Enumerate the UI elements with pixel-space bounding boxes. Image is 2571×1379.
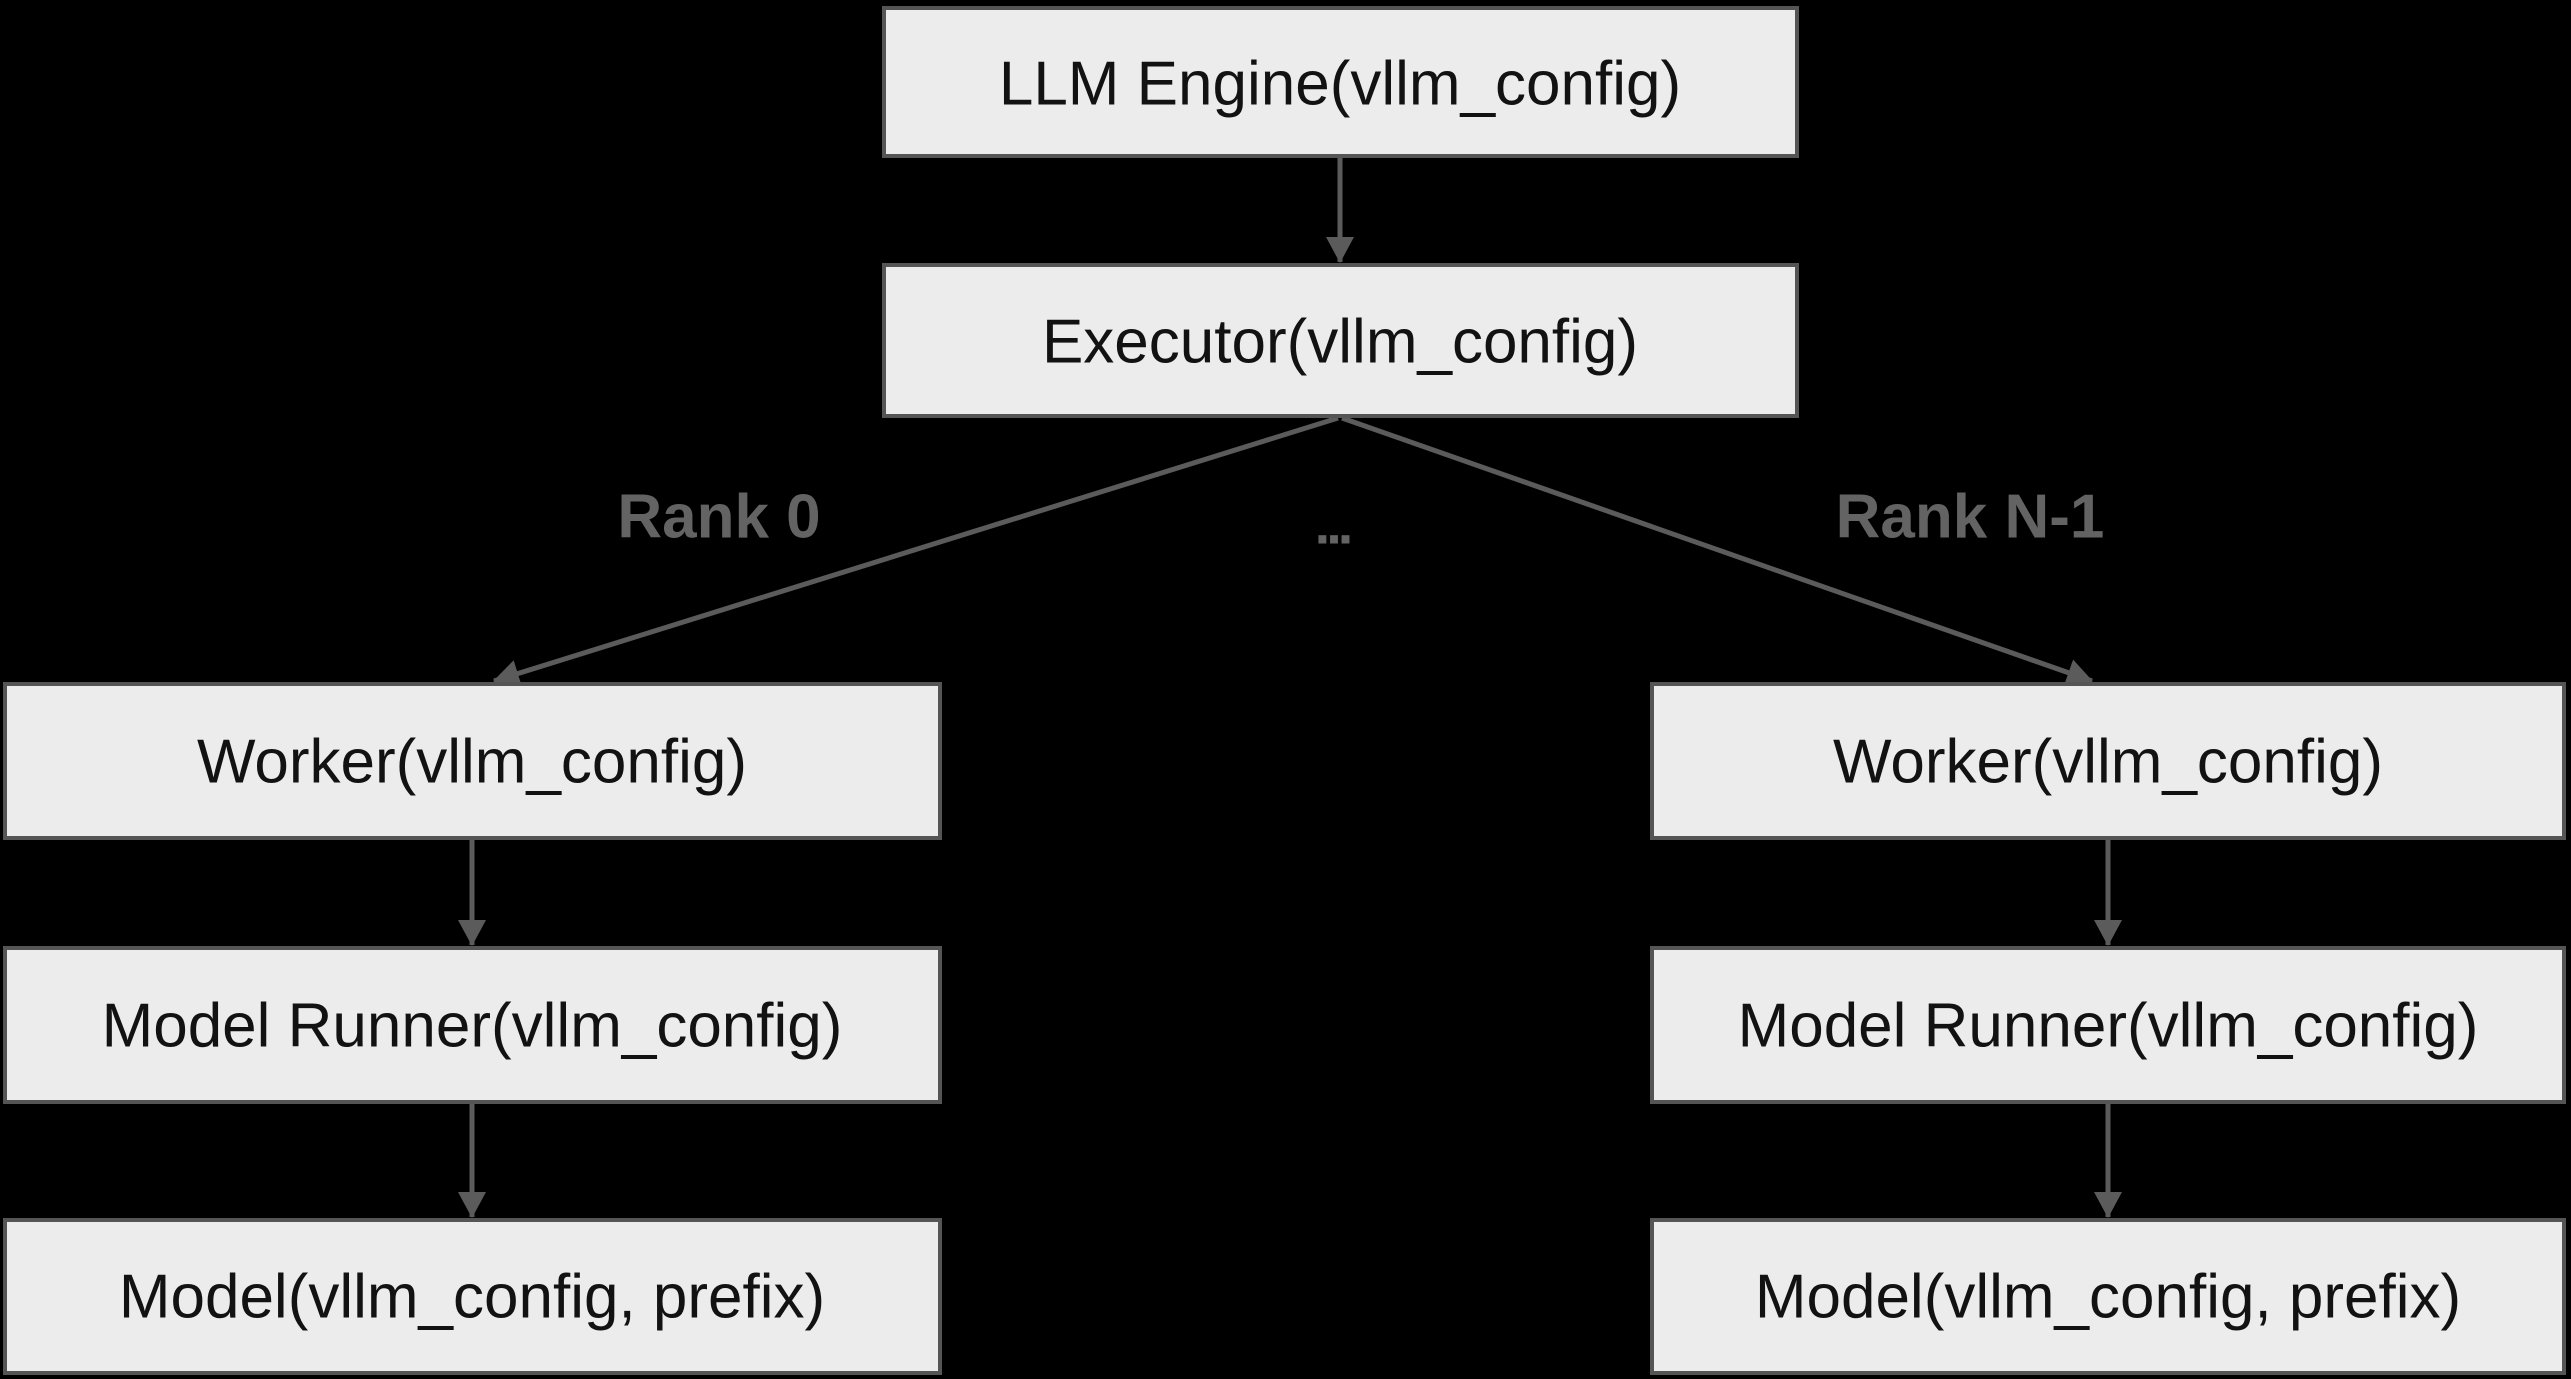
edge-label-ellipsis: ... bbox=[1315, 493, 1350, 556]
node-model-rank-n-1-box bbox=[1650, 1218, 2566, 1375]
node-model-runner-rank-n-1-box bbox=[1650, 946, 2566, 1104]
node-model-runner-rank-0: Model Runner(vllm_config) bbox=[3, 946, 942, 1104]
node-worker-rank-0: Worker(vllm_config) bbox=[3, 682, 942, 840]
node-model-rank-n-1-label: Model(vllm_config, prefix) bbox=[1755, 1263, 2461, 1332]
node-model-rank-0-label: Model(vllm_config, prefix) bbox=[119, 1263, 825, 1332]
node-llm-engine-box bbox=[882, 6, 1799, 158]
node-worker-rank-n-1-box bbox=[1650, 682, 2566, 840]
node-worker-rank-0-label: Worker(vllm_config) bbox=[197, 728, 747, 797]
node-model-runner-rank-n-1-label: Model Runner(vllm_config) bbox=[1738, 992, 2479, 1061]
node-llm-engine-label: LLM Engine(vllm_config) bbox=[999, 50, 1681, 119]
node-executor-label: Executor(vllm_config) bbox=[1042, 308, 1638, 377]
node-llm-engine: LLM Engine(vllm_config) bbox=[882, 6, 1799, 158]
node-model-runner-rank-0-label: Model Runner(vllm_config) bbox=[102, 992, 843, 1061]
diagram-edge-labels: Rank 0 ... Rank N-1 bbox=[617, 483, 2104, 556]
edge-label-rank-n-1: Rank N-1 bbox=[1836, 483, 2105, 552]
node-model-runner-rank-0-box bbox=[3, 946, 942, 1104]
node-executor: Executor(vllm_config) bbox=[882, 263, 1799, 418]
diagram-nodes: LLM Engine(vllm_config) Executor(vllm_co… bbox=[3, 6, 2566, 1375]
node-worker-rank-0-box bbox=[3, 682, 942, 840]
diagram-edges bbox=[458, 158, 2122, 1218]
edge-label-rank-0: Rank 0 bbox=[617, 483, 820, 552]
node-model-rank-0: Model(vllm_config, prefix) bbox=[3, 1218, 942, 1375]
edge-executor-to-worker-n bbox=[1341, 415, 2093, 686]
node-model-rank-n-1: Model(vllm_config, prefix) bbox=[1650, 1218, 2566, 1375]
node-worker-rank-n-1-label: Worker(vllm_config) bbox=[1833, 728, 2383, 797]
node-model-rank-0-box bbox=[3, 1218, 942, 1375]
node-model-runner-rank-n-1: Model Runner(vllm_config) bbox=[1650, 946, 2566, 1104]
node-executor-box bbox=[882, 263, 1799, 418]
edge-executor-to-worker-0 bbox=[493, 415, 1339, 687]
node-worker-rank-n-1: Worker(vllm_config) bbox=[1650, 682, 2566, 840]
